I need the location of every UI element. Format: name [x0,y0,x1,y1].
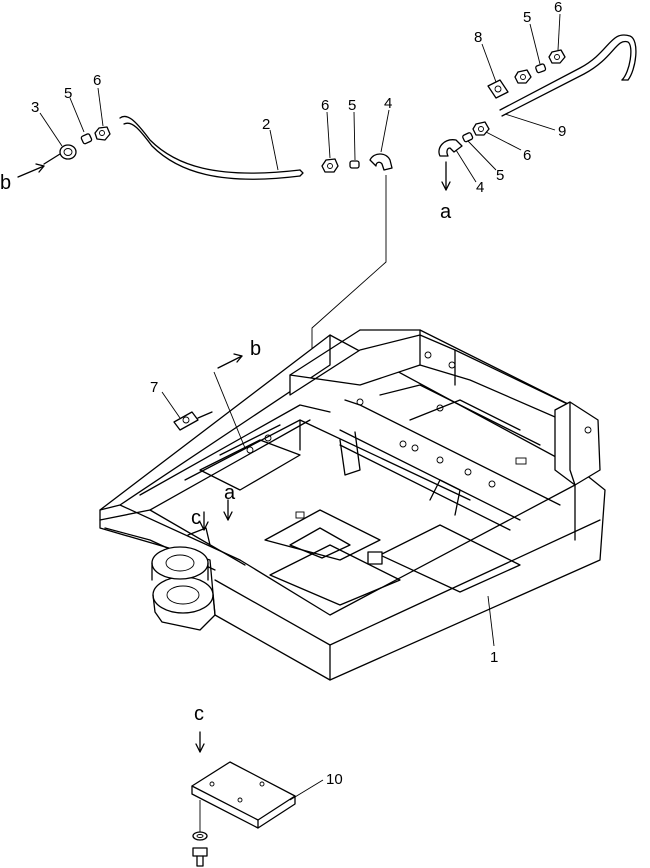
fitting-7 [173,411,213,431]
ref-b-frame: b [250,338,261,360]
sleeve-5-topright [535,63,547,74]
callout-5-left: 5 [64,85,72,102]
callout-9: 9 [558,123,566,140]
nut-6-topright [514,69,532,84]
callout-7: 7 [150,379,158,396]
callout-6-topright: 6 [554,0,562,16]
nut-6-right [472,121,490,136]
sleeve-5-middle [349,160,360,169]
ref-a-frame: a [224,482,236,504]
fitting-3 [43,144,77,165]
hose-2 [119,115,301,174]
nut-6-left [94,126,111,141]
sleeve-5-left [80,133,93,145]
revolving-frame [99,329,606,681]
callout-2: 2 [262,116,270,133]
arrow-b-frame [217,355,243,369]
boom-foot-boss [151,527,216,631]
callout-6-left: 6 [93,72,101,89]
cover-plate-assembly [191,731,296,867]
ref-c-frame: c [191,507,201,529]
elbow-4-right [438,139,463,157]
fittings-middle [311,153,393,458]
sleeve-5-right [462,132,474,143]
fitting-8 [487,79,509,99]
hose-9 [499,34,637,111]
callout-6-middle: 6 [321,97,329,114]
bolt [192,847,208,867]
nut-6-middle [321,158,339,173]
callout-10: 10 [326,771,343,788]
callout-4-middle: 4 [384,95,392,112]
ref-a-top: a [440,201,452,223]
callout-1: 1 [490,649,498,666]
hose-assembly-right [438,34,637,191]
callout-numbers: 3 5 6 2 6 5 4 8 5 6 9 6 5 4 7 1 10 [31,0,566,788]
ref-b-left: b [0,172,11,194]
callout-5-topright: 5 [523,9,531,26]
callout-4-right: 4 [476,179,484,196]
ref-c-bottom: c [194,703,204,725]
callout-8: 8 [474,29,482,46]
callout-5-middle: 5 [348,97,356,114]
callout-3: 3 [31,99,39,116]
callout-5-right: 5 [496,167,504,184]
cover-plate-10 [191,761,296,829]
arrow-b-left [17,165,45,178]
elbow-4-middle [369,153,393,171]
callout-6-right: 6 [523,147,531,164]
nut-6-topright-2 [548,49,566,64]
leader-lines [39,13,561,801]
hose-assembly-left [17,115,304,180]
washer [192,831,208,841]
reference-letters: b a b a c c [0,172,452,725]
